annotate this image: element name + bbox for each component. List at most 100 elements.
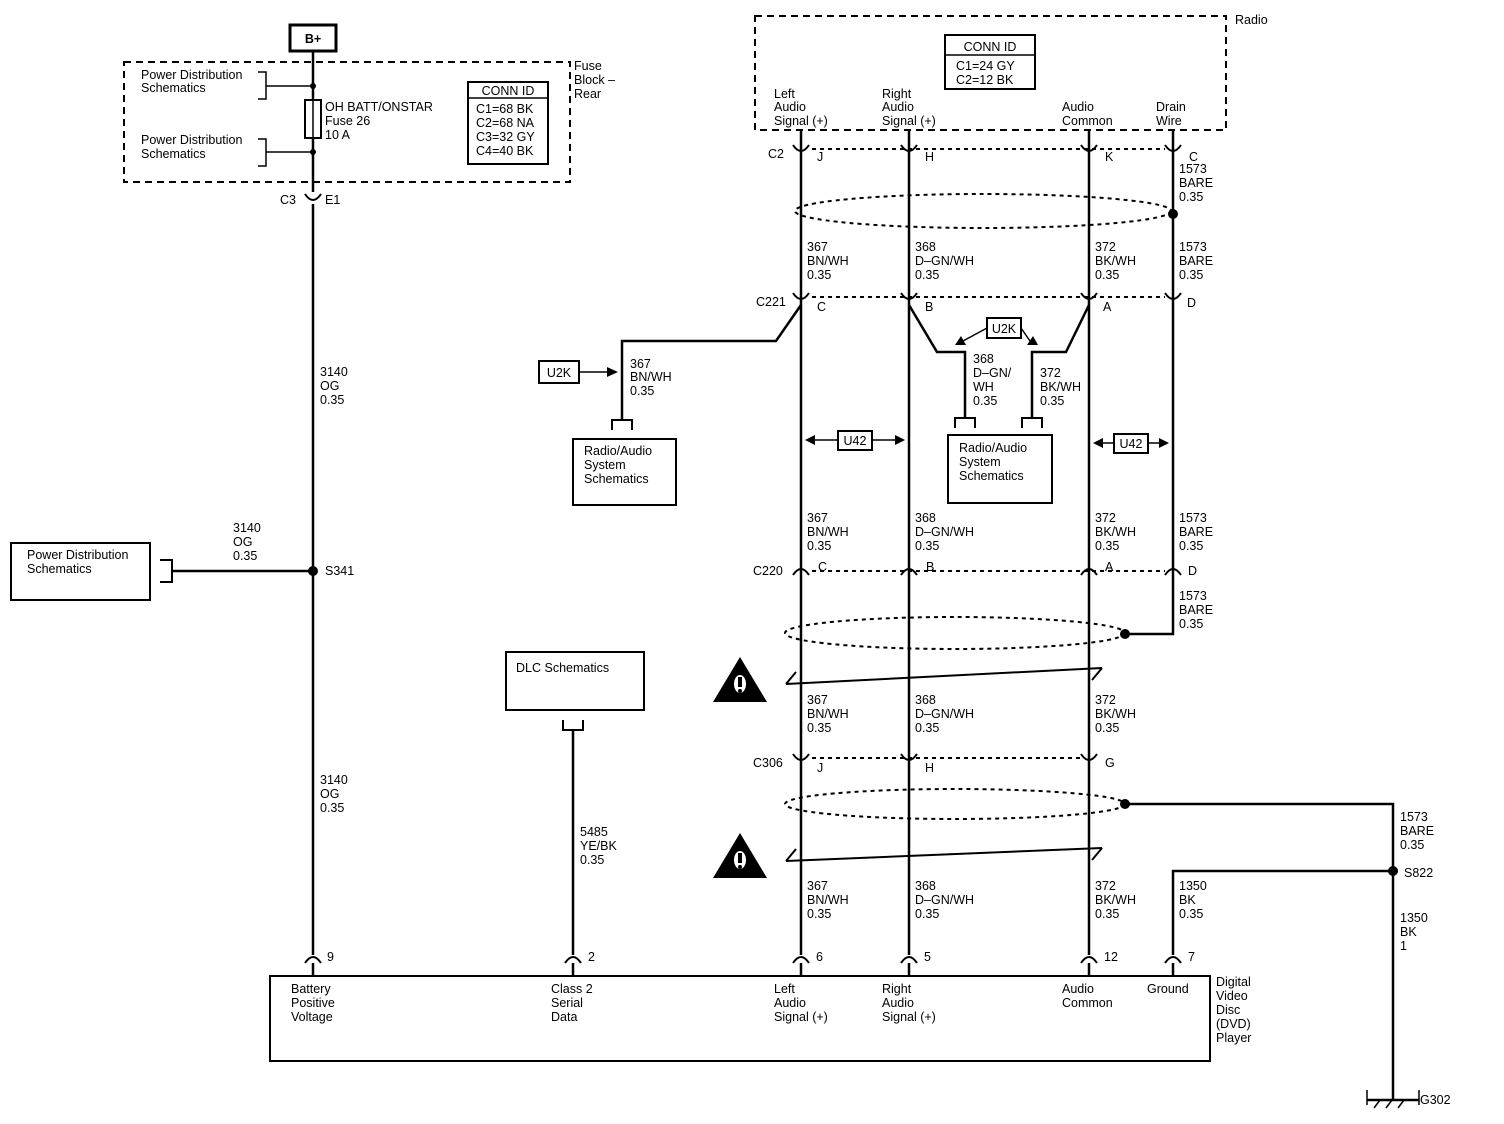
radio-common-2: Common <box>1062 114 1113 128</box>
w1573-c-2: BARE <box>1179 525 1213 539</box>
fuse-connector-name: C3 <box>280 193 296 207</box>
c2-pin-c: C <box>1189 150 1198 164</box>
fuse-conn-id-3: C3=32 GY <box>476 130 535 144</box>
fuse-block-title-1: Fuse <box>574 59 602 73</box>
connector-c220: C220 C B A D <box>753 560 1197 578</box>
dvd-pin-5: 5 <box>924 950 931 964</box>
u42-left-label: U42 <box>844 434 867 448</box>
fuse-connector-pin: E1 <box>325 193 340 207</box>
c2-pin-k: K <box>1105 150 1114 164</box>
radio-conn-id-title: CONN ID <box>964 40 1017 54</box>
radio-title: Radio <box>1235 13 1268 27</box>
w367-d-3: 0.35 <box>807 907 831 921</box>
dvd-left-3: Signal (+) <box>774 1010 828 1024</box>
s341-label: S341 <box>325 564 354 578</box>
dvd-battery-1: Battery <box>291 982 331 996</box>
shield-3 <box>784 788 1126 820</box>
w372-c-2: BK/WH <box>1095 707 1136 721</box>
w1573-b-2: BARE <box>1179 254 1213 268</box>
dvd-right-3: Signal (+) <box>882 1010 936 1024</box>
radio-audio-ref-left <box>572 438 677 506</box>
w367-d-1: 367 <box>807 879 828 893</box>
splice-s341: S341 3140 OG 0.35 Power Distribution Sch… <box>10 521 354 601</box>
fuse-conn-id-4: C4=40 BK <box>476 144 534 158</box>
w367-d-2: BN/WH <box>807 893 849 907</box>
radio-audio-left-3: Schematics <box>584 472 649 486</box>
pd-left-box <box>10 542 151 601</box>
c306-pin-j: J <box>817 761 823 775</box>
w372-a-1: 372 <box>1095 240 1116 254</box>
fuse-block-title-2: Block – <box>574 73 615 87</box>
w1350-a-1: 1350 <box>1179 879 1207 893</box>
radio-audio-center-2: System <box>959 455 1001 469</box>
w3140-b-3: 0.35 <box>320 801 344 815</box>
w368-c-2: D–GN/WH <box>915 707 974 721</box>
w5485-1: 5485 <box>580 825 608 839</box>
w3140-c-2: OG <box>233 535 252 549</box>
w368-b-1: 368 <box>915 511 936 525</box>
radio: Radio CONN ID C1=24 GY C2=12 BK Left Aud… <box>754 13 1268 131</box>
u42-right-label: U42 <box>1120 437 1143 451</box>
radio-drain-1: Drain <box>1156 100 1186 114</box>
pd-top-label-2: Schematics <box>141 81 206 95</box>
w372-a-2: BK/WH <box>1095 254 1136 268</box>
w3140-a-1: 3140 <box>320 365 348 379</box>
dvd-player-box <box>269 975 1211 1062</box>
dvd-battery-3: Voltage <box>291 1010 333 1024</box>
fuse-number: Fuse 26 <box>325 114 370 128</box>
splice-s822: S822 1350 BK 0.35 1350 BK 1 <box>1171 866 1433 955</box>
u2k-center-label: U2K <box>992 322 1017 336</box>
w3140-a-2: OG <box>320 379 339 393</box>
radio-audio-left-2: System <box>584 458 626 472</box>
dvd-pin-2: 2 <box>588 950 595 964</box>
connector-c221: C221 C B A D <box>756 292 1196 314</box>
w368-c-3: 0.35 <box>915 721 939 735</box>
w5485-2: YE/BK <box>580 839 617 853</box>
dvd-player: Digital Video Disc (DVD) Player Battery … <box>269 975 1251 1062</box>
u2k-left-branch: U2K 367 BN/WH 0.35 Radio/Audio System Sc… <box>538 304 803 506</box>
u2k-left-label: U2K <box>547 366 572 380</box>
w1350-b-3: 1 <box>1400 939 1407 953</box>
w372-d-3: 0.35 <box>1095 907 1119 921</box>
u42-right: U42 <box>1093 433 1169 454</box>
w1573-a-3: 0.35 <box>1179 190 1203 204</box>
battery-label: B+ <box>305 32 321 46</box>
w367-c-3: 0.35 <box>807 721 831 735</box>
fuse-conn-id-2: C2=68 NA <box>476 116 535 130</box>
w368-branch-2: D–GN/ <box>973 366 1012 380</box>
c2-pin-h: H <box>925 150 934 164</box>
dvd-common-1: Audio <box>1062 982 1094 996</box>
w367-b-3: 0.35 <box>807 539 831 553</box>
w367-branch-3: 0.35 <box>630 384 654 398</box>
dlc-label: DLC Schematics <box>516 661 609 675</box>
dlc-box <box>505 651 645 711</box>
w1350-a-3: 0.35 <box>1179 907 1203 921</box>
connector-c2: C2 J H K C <box>768 144 1198 164</box>
dvd-left-1: Left <box>774 982 795 996</box>
w372-branch-1: 372 <box>1040 366 1061 380</box>
c221-pin-c: C <box>817 300 826 314</box>
c221-pin-d: D <box>1187 296 1196 310</box>
pd-left-label-1: Power Distribution <box>27 548 128 562</box>
radio-right-3: Signal (+) <box>882 114 936 128</box>
dvd-title-4: (DVD) <box>1216 1017 1251 1031</box>
w372-b-3: 0.35 <box>1095 539 1119 553</box>
pd-left-label-2: Schematics <box>27 562 92 576</box>
w372-a-3: 0.35 <box>1095 268 1119 282</box>
warning-icon <box>713 833 767 878</box>
dvd-class2-3: Data <box>551 1010 577 1024</box>
w368-branch-1: 368 <box>973 352 994 366</box>
radio-right-2: Audio <box>882 100 914 114</box>
w1573-e-2: BARE <box>1400 824 1434 838</box>
w1573-d-3: 0.35 <box>1179 617 1203 631</box>
dvd-left-2: Audio <box>774 996 806 1010</box>
w3140-a-3: 0.35 <box>320 393 344 407</box>
w368-d-1: 368 <box>915 879 936 893</box>
w367-a-2: BN/WH <box>807 254 849 268</box>
w367-a-1: 367 <box>807 240 828 254</box>
w1573-e-1: 1573 <box>1400 810 1428 824</box>
c220-pin-d: D <box>1188 564 1197 578</box>
c306-pin-g: G <box>1105 756 1115 770</box>
c220-name: C220 <box>753 564 783 578</box>
